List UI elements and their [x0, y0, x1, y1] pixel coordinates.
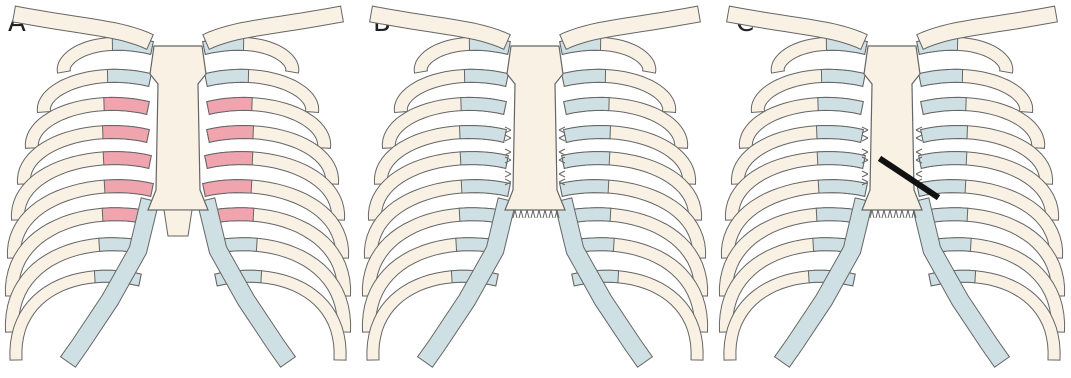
costal-cartilage-6-right: [560, 180, 609, 197]
costal-cartilage-4-left: [103, 126, 150, 143]
costal-cartilage-2-left: [821, 69, 865, 86]
ribcage-diagram-b: [357, 0, 714, 378]
costal-cartilage-2-right: [919, 69, 963, 86]
costal-cartilage-6-left: [461, 180, 510, 197]
costal-cartilage-2-right: [562, 69, 606, 86]
xiphoid-process: [164, 210, 192, 236]
panel-c: C: [714, 0, 1071, 378]
costal-cartilage-4-right: [207, 126, 254, 143]
ribcage-diagram-a: [0, 0, 357, 378]
costal-cartilage-3-right: [207, 97, 253, 114]
costal-cartilage-5-left: [817, 152, 865, 169]
sternum: [862, 46, 922, 210]
costal-cartilage-3-left: [461, 97, 507, 114]
costal-cartilage-4-right: [564, 126, 611, 143]
costal-cartilage-2-left: [464, 69, 508, 86]
costal-cartilage-5-left: [103, 152, 151, 169]
costal-cartilage-4-left: [460, 126, 507, 143]
costal-cartilage-5-right: [919, 152, 967, 169]
costal-cartilage-2-right: [205, 69, 249, 86]
costal-cartilage-4-right: [921, 126, 968, 143]
costal-cartilage-6-left: [818, 180, 867, 197]
costal-cartilage-3-left: [818, 97, 864, 114]
costal-cartilage-3-right: [921, 97, 967, 114]
costal-cartilage-4-left: [817, 126, 864, 143]
sternum: [148, 46, 208, 210]
costal-cartilage-6-left: [104, 180, 153, 197]
costal-cartilage-5-right: [205, 152, 253, 169]
costal-cartilage-3-left: [104, 97, 150, 114]
sternum: [505, 46, 565, 210]
ribcage-diagram-c: [714, 0, 1071, 378]
costal-cartilage-3-right: [564, 97, 610, 114]
costal-cartilage-2-left: [107, 69, 151, 86]
costal-cartilage-5-right: [562, 152, 610, 169]
panel-a: A: [0, 0, 357, 378]
costal-cartilage-5-left: [460, 152, 508, 169]
panel-b: B: [357, 0, 714, 378]
costal-cartilage-6-right: [203, 180, 252, 197]
